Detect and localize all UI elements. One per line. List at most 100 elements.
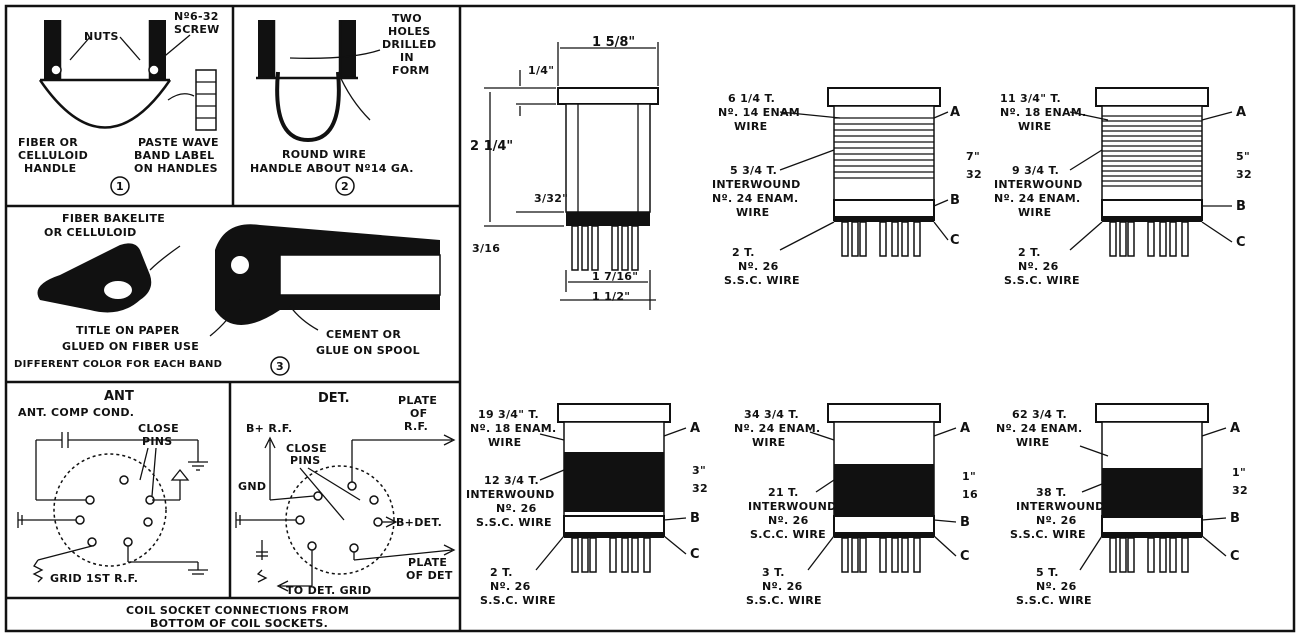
p2-holes-l5: FORM [392,64,429,77]
coil-1-a-wire2: WIRE [734,120,767,133]
p3-fiber-l2: OR CELLULOID [44,226,137,239]
coil-1-sp-num: 7" [966,150,980,163]
coil-5-b-turns: 38 T. [1036,486,1067,499]
coil-1-b-turns: 5 3/4 T. [730,164,777,177]
coil-1-b-l3: Nº. 24 ENAM. [712,192,799,205]
coil-4-label-a: A [960,421,970,436]
det-bdet-label: B+DET. [396,516,442,529]
coil-4-c-turns: 3 T. [762,566,785,579]
coil-2-b-l2: INTERWOUND [994,178,1083,191]
coil-2-winding [1102,115,1202,187]
dim-bottom: 1 1/2" [592,290,630,303]
coil-form-dimensions: 1 5/8" 2 1/4" 1/4" 3/32" 3/16 1 7/16" 1 … [470,35,659,310]
p1-screw-l2: SCREW [174,23,220,36]
coil-2-label-b: B [1236,199,1246,214]
coil-2-sp-num: 5" [1236,150,1250,163]
coil-3-a-turns: 19 3/4" T. [478,408,539,421]
p2-number: 2 [341,180,349,193]
coil-2-sp-den: 32 [1236,168,1252,181]
coil-3: 19 3/4" T. Nº. 18 ENAM. WIRE 12 3/4 T. I… [466,403,708,607]
coil-5-sp-den: 32 [1232,484,1248,497]
coil-4-a-turns: 34 3/4 T. [744,408,799,421]
coil-4-sp-num: 1" [962,470,976,483]
coil-1: 6 1/4 T. Nº. 14 ENAM WIRE 5 3/4 T. INTER… [712,87,982,287]
ant-close-l2: PINS [142,435,172,448]
det-gnd-label: GND [238,480,266,493]
coil-1-sp-den: 32 [966,168,982,181]
coil-4-c-l3: S.S.C. WIRE [746,594,822,607]
p2-holes-l2: HOLES [388,25,431,38]
coil-3-a-wire: Nº. 18 ENAM. [470,422,557,435]
coil-3-b-turns: 12 3/4 T. [484,474,539,487]
coil-3-sp-den: 32 [692,482,708,495]
coil-4-label-c: C [960,549,970,564]
p2-round-l2: HANDLE ABOUT Nº14 GA. [250,162,414,175]
coil-2-c-turns: 2 T. [1018,246,1041,259]
p1-nuts-label: NUTS [84,30,119,43]
coil-2-a-turns: 11 3/4" T. [1000,92,1061,105]
p1-paste-l2: BAND LABEL [134,149,215,162]
det-plate-det-l2: OF DET [406,569,453,582]
coil-5-b-l4: S.S.C. WIRE [1010,528,1086,541]
ant-grid-label: GRID 1ST R.F. [50,572,138,585]
dim-top-width: 1 5/8" [592,35,635,50]
dim-base: 3/16 [472,242,500,255]
coil-3-c-l3: S.S.C. WIRE [480,594,556,607]
ant-title: ANT [104,389,134,404]
caption-line-2: BOTTOM OF COIL SOCKETS. [150,617,328,630]
socket-caption: COIL SOCKET CONNECTIONS FROM BOTTOM OF C… [126,604,349,630]
coil-2-a-wire: Nº. 18 ENAM. [1000,106,1087,119]
ant-socket-panel: ANT ANT. COMP COND. CLOSE PINS [17,389,208,585]
det-plate-rf-l2: OF [410,407,427,420]
coil-3-sp-num: 3" [692,464,706,477]
det-socket-panel: DET. PLATE OF R.F. B+ R.F. CLOSE PINS GN… [235,391,456,597]
coil-5-sp-num: 1" [1232,466,1246,479]
coil-1-label-c: C [950,233,960,248]
coil-5-label-a: A [1230,421,1240,436]
coil-3-c-l2: Nº. 26 [490,580,531,593]
coil-3-label-b: B [690,511,700,526]
coil-3-label-c: C [690,547,700,562]
coil-4-label-b: B [960,515,970,530]
coil-5-a-wire2: WIRE [1016,436,1049,449]
coil-2-a-wire2: WIRE [1018,120,1051,133]
coil-2: 11 3/4" T. Nº. 18 ENAM. WIRE 9 3/4 T. IN… [994,87,1252,287]
leader-lines [535,111,1233,571]
coil-2-label-a: A [1236,105,1246,120]
coil-1-a-wire: Nº. 14 ENAM [718,106,800,119]
coil-4-b-l3: Nº. 26 [768,514,809,527]
det-title: DET. [318,391,350,406]
panel-2-wire-handle: TWO HOLES DRILLED IN FORM ROUND WIRE HAN… [250,12,436,196]
coil-5: 62 3/4 T. Nº. 24 ENAM. WIRE 38 T. INTERW… [996,403,1248,607]
coil-2-c-l2: Nº. 26 [1018,260,1059,273]
p3-number: 3 [276,360,284,373]
p2-holes-l1: TWO [392,12,422,25]
coil-1-label-a: A [950,105,960,120]
coil-5-a-turns: 62 3/4 T. [1012,408,1067,421]
coil-5-c-turns: 5 T. [1036,566,1059,579]
coil-1-b-l2: INTERWOUND [712,178,801,191]
det-brf-label: B+ R.F. [246,422,292,435]
p2-round-l1: ROUND WIRE [282,148,366,161]
det-plate-rf-l3: R.F. [404,420,428,433]
coil-2-b-l4: WIRE [1018,206,1051,219]
dim-top-rim: 1/4" [528,64,554,77]
p1-fiber-l2: CELLULOID [18,149,88,162]
coil-1-c-turns: 2 T. [732,246,755,259]
coil-3-b-l2: INTERWOUND [466,488,555,501]
p3-fiber-l1: FIBER BAKELITE [62,212,165,225]
coil-3-b-l3: Nº. 26 [496,502,537,515]
panel-3-label-handle: FIBER BAKELITE OR CELLULOID TITLE ON PAP… [14,212,441,376]
coil-3-b-l4: S.S.C. WIRE [476,516,552,529]
dim-height: 2 1/4" [470,139,513,154]
p3-cement-l2: GLUE ON SPOOL [316,344,420,357]
coil-4-b-turns: 21 T. [768,486,799,499]
ant-comp-label: ANT. COMP COND. [18,406,134,419]
caption-line-1: COIL SOCKET CONNECTIONS FROM [126,604,349,617]
p3-title-l3: DIFFERENT COLOR FOR EACH BAND [14,359,222,370]
coil-5-b-l2: INTERWOUND [1016,500,1105,513]
coil-4-sp-den: 16 [962,488,978,501]
coil-4-b-l2: INTERWOUND [748,500,837,513]
coil-4-b-l4: S.C.C. WIRE [750,528,826,541]
